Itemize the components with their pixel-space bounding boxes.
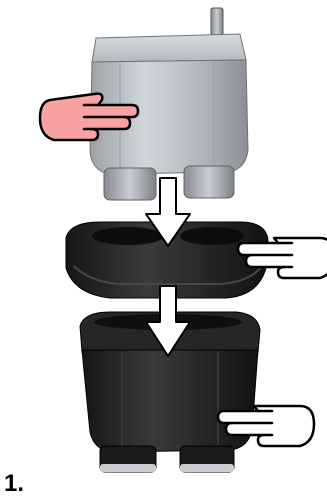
pump-nozzle-right <box>184 166 234 198</box>
sleeve-opening-left <box>92 227 164 245</box>
sleeve-opening-right <box>180 227 244 245</box>
step-number: 1. <box>4 470 24 498</box>
base-body <box>82 350 258 452</box>
pump-nozzle-left <box>104 168 156 200</box>
pump-top-plate <box>92 34 246 62</box>
pump-cable-stub <box>211 8 223 38</box>
